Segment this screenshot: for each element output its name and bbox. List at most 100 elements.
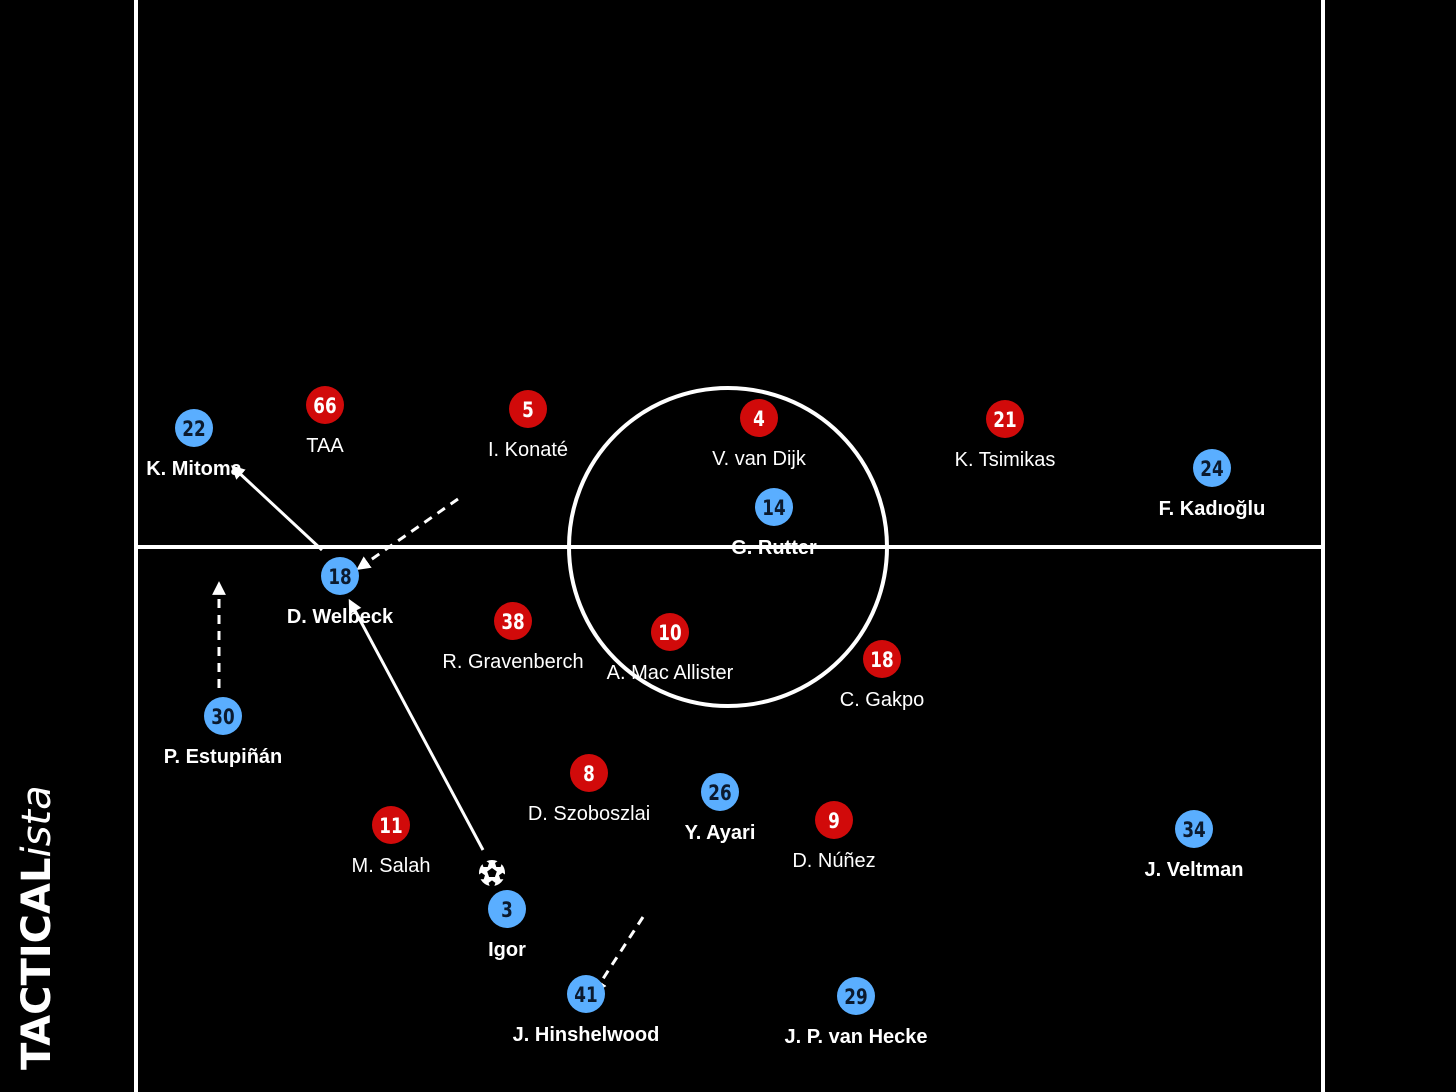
player-name: Igor [488,939,526,961]
player-disc [651,613,689,651]
dashed-arrow [356,497,459,570]
ball-patch [487,868,497,877]
player-number: 26 [708,781,731,805]
player-number: 22 [182,417,205,441]
player-name: V. van Dijk [712,448,807,470]
player-disc [204,697,242,735]
player-disc [701,773,739,811]
player-name: G. Rutter [731,537,817,559]
player-name: K. Mitoma [146,458,242,480]
player-disc [372,806,410,844]
player-disc [986,400,1024,438]
solid-arrow [230,465,324,552]
red-player-marker: 21 K. Tsimikas [955,400,1056,471]
player-name: A. Mac Allister [607,662,734,684]
player-disc [494,602,532,640]
center-circle [567,386,889,708]
ball-patch [478,872,485,880]
ball-patch [488,880,496,887]
player-disc [175,409,213,447]
ball [477,858,507,888]
player-disc [740,399,778,437]
blue-player-marker: 18 D. Welbeck [287,557,394,628]
blue-player-marker: 14 G. Rutter [731,488,817,559]
player-name: D. Núñez [792,850,875,872]
dashed-arrow [593,916,645,994]
player-name: F. Kadıoğlu [1159,498,1266,520]
red-player-marker: 8 D. Szoboszlai [528,754,650,825]
player-name: D. Welbeck [287,606,394,628]
player-number: 41 [574,983,597,1007]
player-name: I. Konaté [488,439,568,461]
logo-text-ista: ista [14,785,60,858]
ball-patch [482,860,489,867]
player-disc [321,557,359,595]
player-name: J. Veltman [1145,859,1244,881]
red-player-marker: 38 R. Gravenberch [442,602,584,673]
player-number: 34 [1182,818,1205,842]
player-number: 21 [993,408,1016,432]
red-player-marker: 9 D. Núñez [792,801,876,872]
player-name: J. P. van Hecke [784,1026,927,1048]
player-number: 5 [522,398,534,422]
red-player-marker: 5 I. Konaté [488,390,568,461]
player-number: 30 [211,705,234,729]
player-name: TAA [306,435,344,457]
player-number: 11 [379,814,402,838]
player-disc [488,890,526,928]
player-disc [863,640,901,678]
blue-team: 22 K. Mitoma 24 F. Kadıoğlu 14 G. Rutter 18 D. … [146,409,1265,1048]
player-disc [1175,810,1213,848]
player-number: 10 [658,621,681,645]
blue-player-marker: 34 J. Veltman [1145,810,1244,881]
player-number: 38 [501,610,524,634]
movement-arrows [212,465,645,994]
red-player-marker: 10 A. Mac Allister [607,613,734,684]
player-number: 9 [828,809,840,833]
player-number: 4 [753,407,765,431]
tacticalista-logo: TACTICALista [14,785,60,1070]
player-disc [1193,449,1231,487]
red-player-marker: 18 C. Gakpo [840,640,924,711]
red-player-marker: 11 M. Salah [352,806,431,877]
pitch-markings [134,0,1325,1092]
blue-player-marker: 41 J. Hinshelwood [513,975,660,1046]
player-name: M. Salah [352,855,431,877]
red-player-marker: 4 V. van Dijk [712,399,807,470]
blue-player-marker: 29 J. P. van Hecke [784,977,928,1048]
player-name: D. Szoboszlai [528,803,650,825]
player-number: 29 [844,985,867,1009]
player-number: 8 [583,762,595,786]
player-disc [306,386,344,424]
player-name: J. Hinshelwood [513,1024,660,1046]
player-number: 24 [1200,457,1223,481]
player-disc [567,975,605,1013]
player-name: K. Tsimikas [955,449,1056,471]
ball-patch [499,872,506,880]
ball-patch [495,860,502,867]
player-number: 18 [328,565,351,589]
player-disc [509,390,547,428]
logo-text-tactical: TACTICAL [14,857,60,1070]
blue-player-marker: 26 Y. Ayari [685,773,756,844]
player-disc [570,754,608,792]
blue-player-marker: 22 K. Mitoma [146,409,243,480]
player-name: Y. Ayari [685,822,756,844]
player-disc [837,977,875,1015]
solid-arrow [348,598,485,851]
player-number: 14 [762,496,785,520]
blue-player-marker: 24 F. Kadıoğlu [1159,449,1266,520]
player-name: C. Gakpo [840,689,924,711]
player-number: 66 [313,394,336,418]
player-disc [755,488,793,526]
blue-player-marker: 30 P. Estupiñán [164,697,283,768]
player-number: 3 [501,898,513,922]
player-name: P. Estupiñán [164,746,283,768]
player-disc [815,801,853,839]
player-number: 18 [870,648,893,672]
player-name: R. Gravenberch [442,651,583,673]
